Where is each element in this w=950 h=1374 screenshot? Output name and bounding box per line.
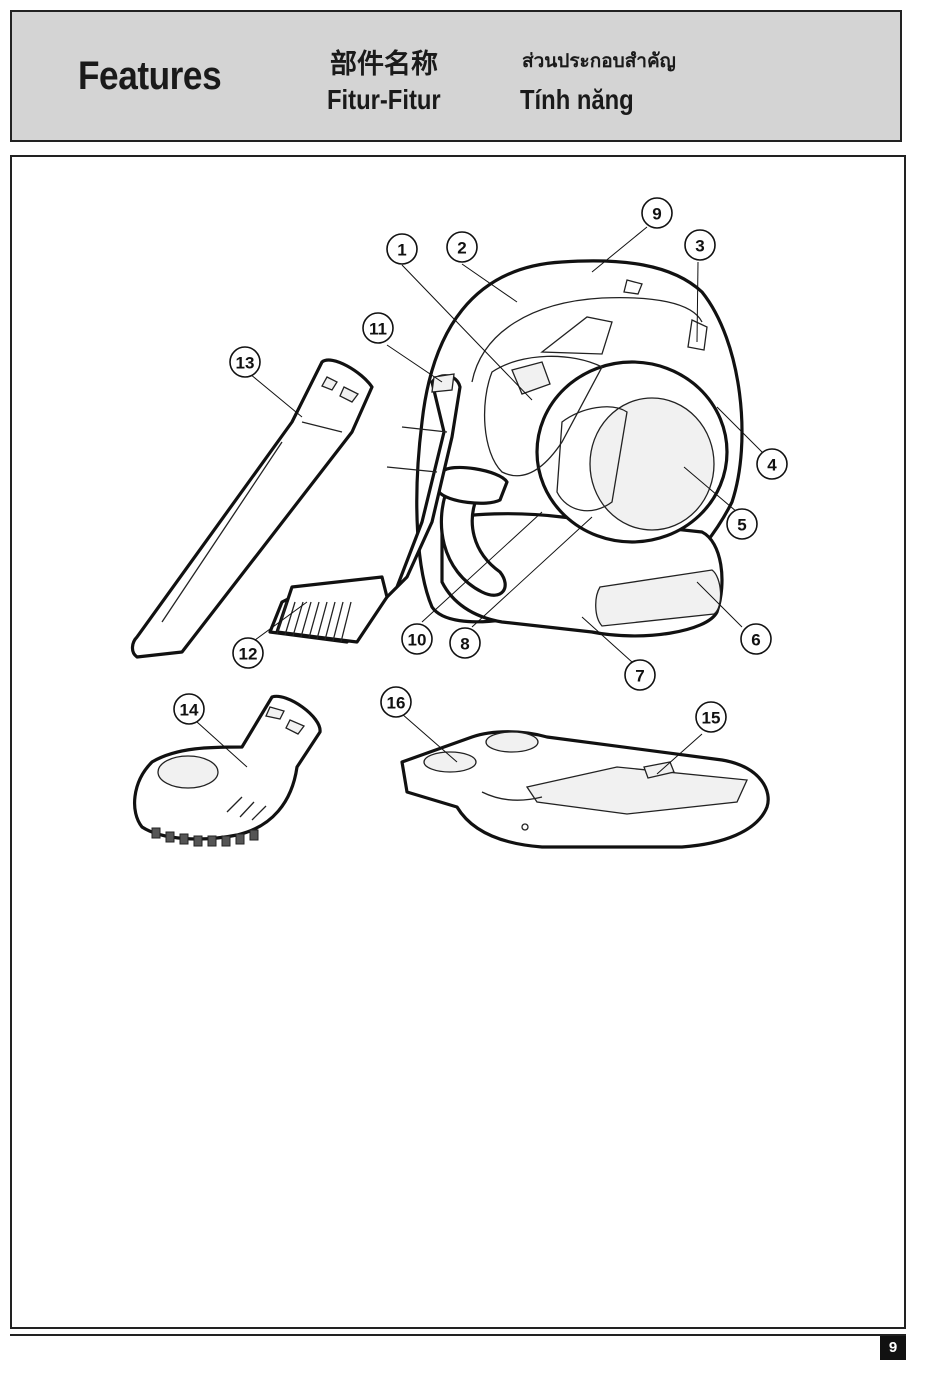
title-vietnamese: Tính năng	[520, 84, 634, 115]
callout-3: 3	[684, 229, 716, 261]
svg-text:2: 2	[457, 239, 466, 258]
callout-10: 10	[401, 623, 433, 655]
callout-15: 15	[695, 701, 727, 733]
svg-text:15: 15	[702, 709, 721, 728]
svg-text:9: 9	[652, 205, 661, 224]
callout-11: 11	[362, 312, 394, 344]
title-indonesian: Fitur-Fitur	[327, 84, 441, 115]
svg-text:11: 11	[369, 320, 387, 339]
callout-16: 16	[380, 686, 412, 718]
svg-text:6: 6	[751, 631, 760, 650]
callout-2: 2	[446, 231, 478, 263]
callout-4: 4	[756, 448, 788, 480]
crevice-tool-illustration	[130, 358, 374, 659]
svg-text:7: 7	[635, 667, 644, 686]
leader-lines	[196, 226, 763, 775]
footer-rule	[10, 1334, 906, 1336]
svg-text:16: 16	[387, 694, 406, 713]
callout-1: 1	[386, 233, 418, 265]
svg-text:8: 8	[460, 635, 469, 654]
callout-8: 8	[449, 627, 481, 659]
title-thai: ส่วนประกอบสำคัญ	[522, 50, 676, 72]
features-illustration-panel: 1 2 3 4 5 6 7 8 9 10 11 12 13 14 15 16	[10, 155, 906, 1329]
title-english: Features	[78, 54, 222, 98]
features-diagram: 1 2 3 4 5 6 7 8 9 10 11 12 13 14 15 16	[130, 197, 788, 849]
svg-text:13: 13	[236, 354, 255, 373]
svg-text:12: 12	[239, 645, 258, 664]
callout-13: 13	[229, 346, 261, 378]
callout-6: 6	[740, 623, 772, 655]
page-number: 9	[880, 1336, 906, 1360]
callout-12: 12	[232, 637, 264, 669]
callout-14: 14	[173, 693, 205, 725]
charging-base-illustration	[400, 730, 770, 849]
vacuum-illustration	[415, 259, 744, 638]
callout-7: 7	[624, 659, 656, 691]
header-banner: Features 部件名称 Fitur-Fitur ส่วนประกอบสำคั…	[10, 10, 902, 142]
svg-text:3: 3	[695, 237, 704, 256]
svg-text:1: 1	[397, 241, 406, 260]
svg-text:5: 5	[737, 516, 746, 535]
callout-5: 5	[726, 508, 758, 540]
callout-9: 9	[641, 197, 673, 229]
svg-text:10: 10	[408, 631, 427, 650]
pet-brush-illustration	[133, 694, 322, 847]
svg-text:14: 14	[180, 701, 199, 720]
title-chinese: 部件名称	[330, 49, 438, 80]
svg-text:4: 4	[767, 456, 777, 475]
